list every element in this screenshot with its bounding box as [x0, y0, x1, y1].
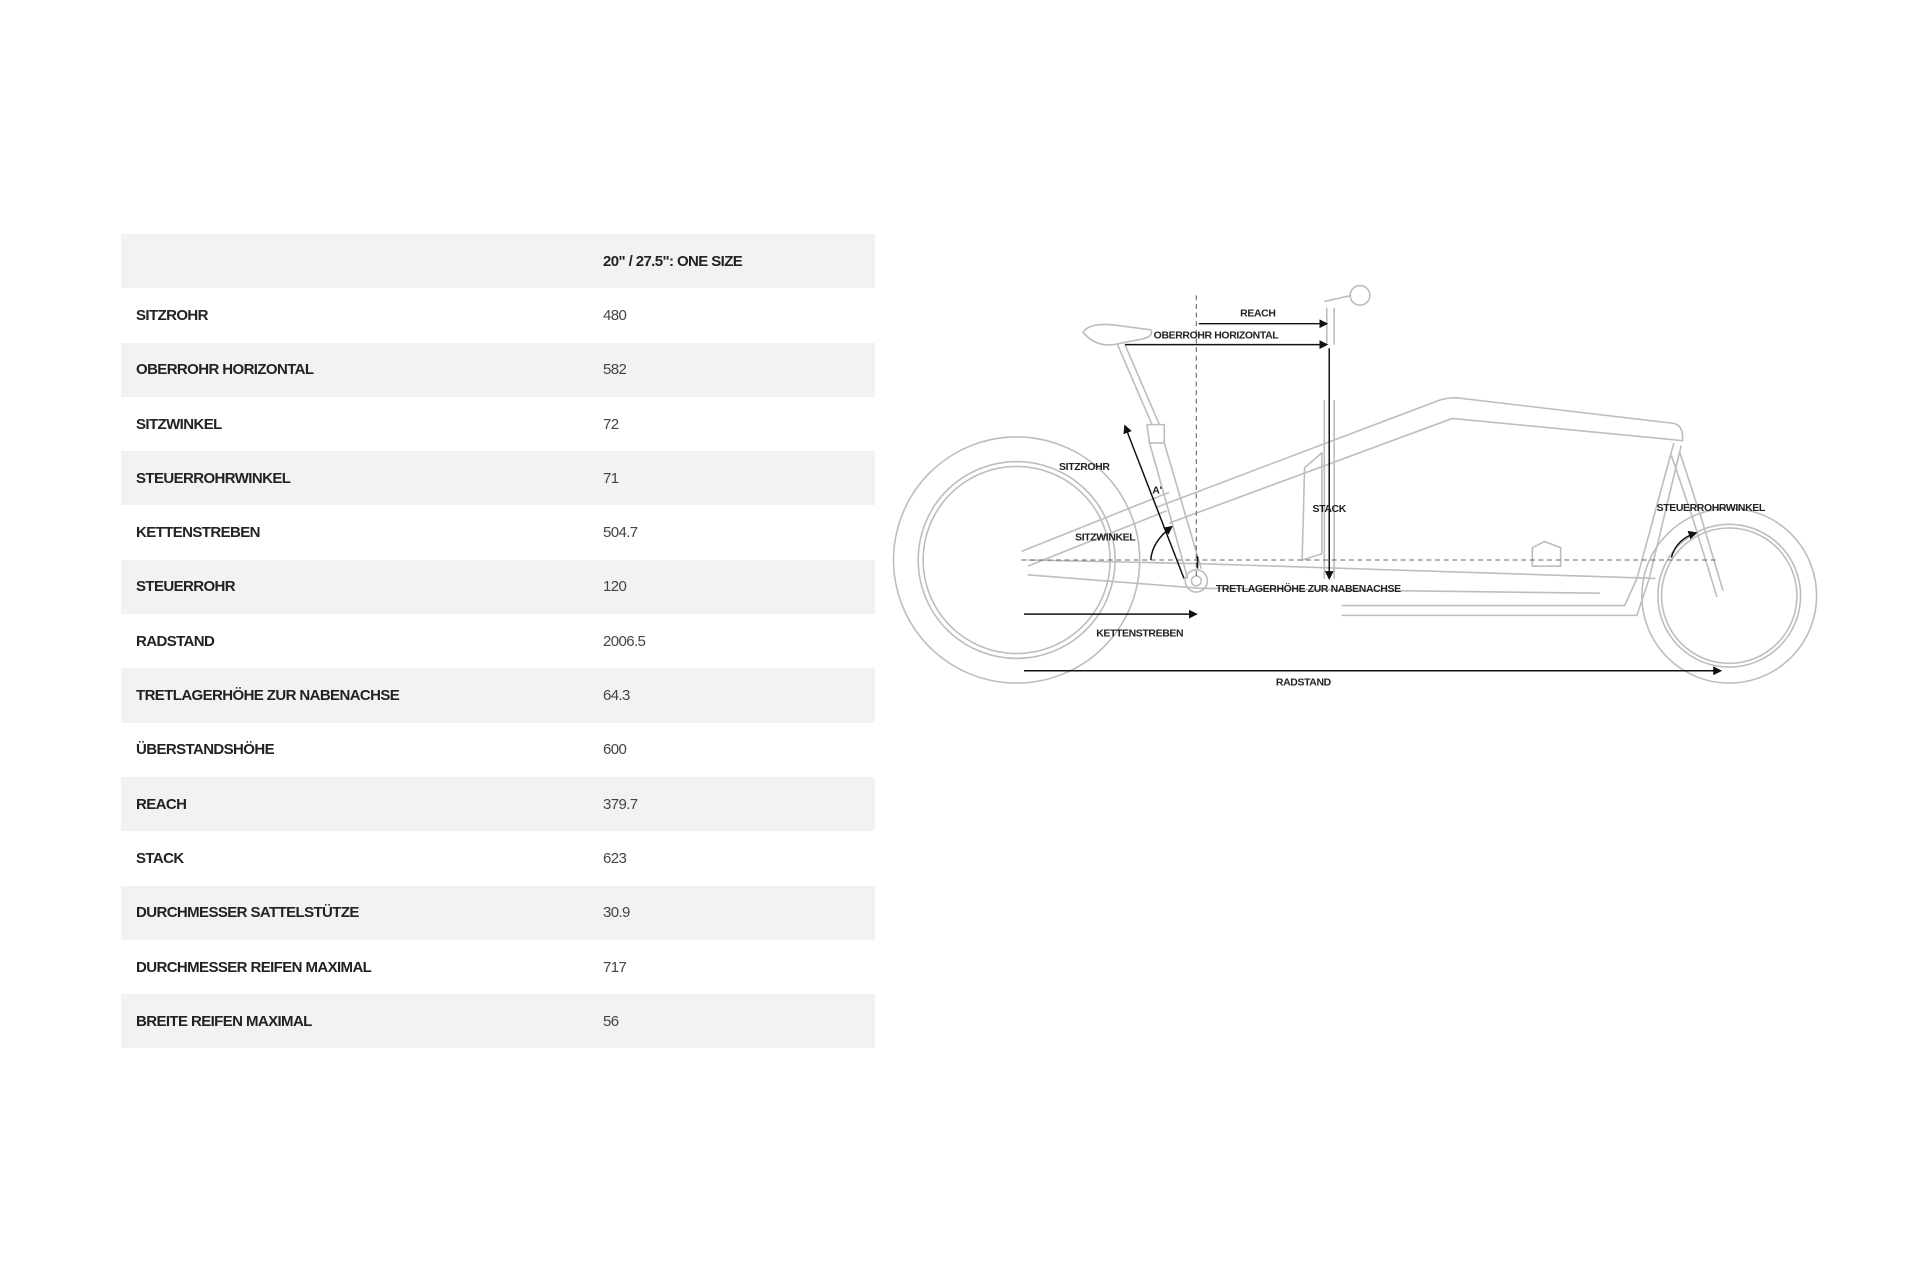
label-a-mark: A'	[1152, 486, 1161, 497]
row-label: SITZROHR	[136, 306, 208, 324]
label-bb-height: TRETLAGERHÖHE ZUR NABENACHSE	[1216, 582, 1401, 595]
front-wheel	[1641, 507, 1818, 684]
row-value: 717	[603, 958, 627, 976]
row-label: TRETLAGERHÖHE ZUR NABENACHSE	[136, 687, 400, 705]
row-value: 623	[603, 849, 627, 867]
table-row: STEUERROHRWINKEL 71	[121, 451, 875, 506]
label-seat-tube: SITZROHR	[1059, 462, 1110, 473]
saddle	[1082, 323, 1153, 346]
label-chainstay: KETTENSTREBEN	[1096, 628, 1183, 639]
bottom-bracket	[1184, 569, 1209, 593]
row-value: 2006.5	[603, 632, 646, 650]
table-row: RADSTAND 2006.5	[121, 614, 875, 669]
table-row: OBERROHR HORIZONTAL 582	[121, 342, 875, 397]
label-top-tube: OBERROHR HORIZONTAL	[1154, 330, 1280, 341]
row-label: BREITE REIFEN MAXIMAL	[136, 1012, 312, 1030]
row-value: 120	[603, 578, 627, 596]
row-label: ÜBERSTANDSHÖHE	[136, 741, 275, 759]
label-seat-angle: SITZWINKEL	[1075, 532, 1136, 543]
row-value: 30.9	[603, 904, 630, 922]
table-header-row: 20" / 27.5": ONE SIZE	[121, 234, 875, 289]
table-row: SITZROHR 480	[121, 288, 875, 343]
row-value: 600	[603, 741, 627, 759]
row-value: 72	[603, 415, 619, 433]
row-label: KETTENSTREBEN	[136, 524, 260, 542]
row-value: 480	[603, 306, 627, 324]
label-stack: STACK	[1313, 504, 1347, 515]
table-row: STACK 623	[121, 831, 875, 886]
table-row: KETTENSTREBEN 504.7	[121, 505, 875, 560]
seat-angle-arrow	[1150, 525, 1173, 561]
label-reach: REACH	[1240, 308, 1275, 319]
row-label: DURCHMESSER SATTELSTÜTZE	[136, 904, 359, 922]
table-row: SITZWINKEL 72	[121, 396, 875, 452]
table-row: TRETLAGERHÖHE ZUR NABENACHSE 64.3	[121, 668, 875, 723]
row-value: 56	[603, 1012, 619, 1030]
table-row: REACH 379.7	[121, 776, 875, 832]
table-row: STEUERROHR 120	[121, 559, 875, 615]
row-label: RADSTAND	[136, 632, 215, 650]
row-value: 71	[603, 469, 619, 487]
label-wheelbase: RADSTAND	[1276, 678, 1332, 689]
row-value: 582	[603, 361, 627, 379]
header-size: 20" / 27.5": ONE SIZE	[603, 252, 743, 270]
row-value: 504.7	[603, 524, 638, 542]
row-label: OBERROHR HORIZONTAL	[136, 361, 314, 379]
row-value: 64.3	[603, 687, 630, 705]
row-label: STEUERROHRWINKEL	[136, 469, 291, 487]
frame	[1156, 396, 1684, 524]
row-label: STEUERROHR	[136, 578, 236, 596]
handlebar-grip	[1349, 284, 1371, 307]
row-label: SITZWINKEL	[136, 415, 222, 433]
head-angle-arrow	[1670, 530, 1698, 558]
row-value: 379.7	[603, 795, 638, 813]
row-label: DURCHMESSER REIFEN MAXIMAL	[136, 958, 372, 976]
table-row: ÜBERSTANDSHÖHE 600	[121, 722, 875, 777]
table-row: DURCHMESSER REIFEN MAXIMAL 717	[121, 939, 875, 995]
label-head-angle: STEUERROHRWINKEL	[1657, 503, 1766, 514]
row-label: REACH	[136, 795, 187, 813]
rear-wheel	[892, 436, 1141, 684]
table-row: DURCHMESSER SATTELSTÜTZE 30.9	[121, 885, 875, 940]
seat-tube-arrow	[1123, 424, 1185, 579]
table-row: BREITE REIFEN MAXIMAL 56	[121, 994, 875, 1049]
row-label: STACK	[136, 849, 184, 867]
